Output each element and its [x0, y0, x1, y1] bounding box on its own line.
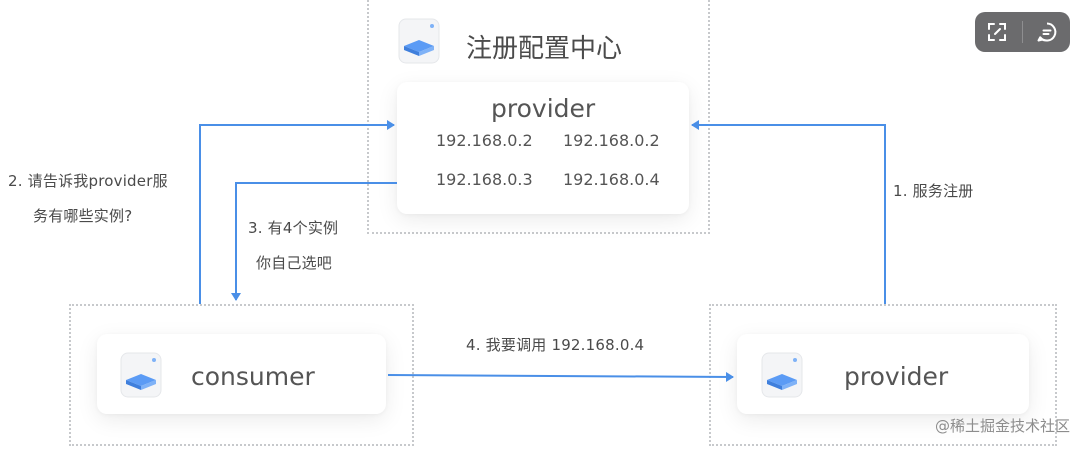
edge-label-reply: 你自己选吧 [256, 254, 333, 272]
image-toolbar [975, 12, 1070, 52]
toolbar-divider [1022, 21, 1023, 43]
instance-ip: 192.168.0.2 [563, 131, 660, 150]
edge-label-register: 1. 服务注册 [893, 182, 974, 200]
server-icon [398, 18, 440, 64]
registry-provider-card [397, 82, 689, 214]
watermark: @稀土掘金技术社区 [934, 417, 1070, 435]
server-icon [120, 352, 162, 398]
edge-label-reply: 3. 有4个实例 [248, 219, 339, 237]
instance-ip: 192.168.0.3 [436, 170, 533, 189]
registry-frame [367, 0, 710, 234]
arrow-query [199, 120, 395, 304]
arrow-call [387, 371, 734, 382]
edge-label-query: 2. 请告诉我provider服 [8, 172, 168, 190]
provider-label: provider [844, 362, 949, 391]
arrow-register [691, 120, 886, 304]
expand-icon[interactable] [985, 20, 1009, 44]
registry-card-title: provider [491, 94, 596, 123]
instance-ip: 192.168.0.4 [563, 170, 660, 189]
registry-title: 注册配置中心 [466, 34, 623, 64]
edge-label-call: 4. 我要调用 192.168.0.4 [466, 336, 645, 354]
edge-label-query: 务有哪些实例? [33, 207, 133, 225]
consumer-label: consumer [191, 362, 315, 391]
comment-icon[interactable] [1035, 20, 1059, 44]
instance-ip: 192.168.0.2 [436, 131, 533, 150]
provider-frame [709, 304, 1057, 446]
server-icon [761, 352, 803, 398]
arrow-reply [231, 182, 397, 301]
